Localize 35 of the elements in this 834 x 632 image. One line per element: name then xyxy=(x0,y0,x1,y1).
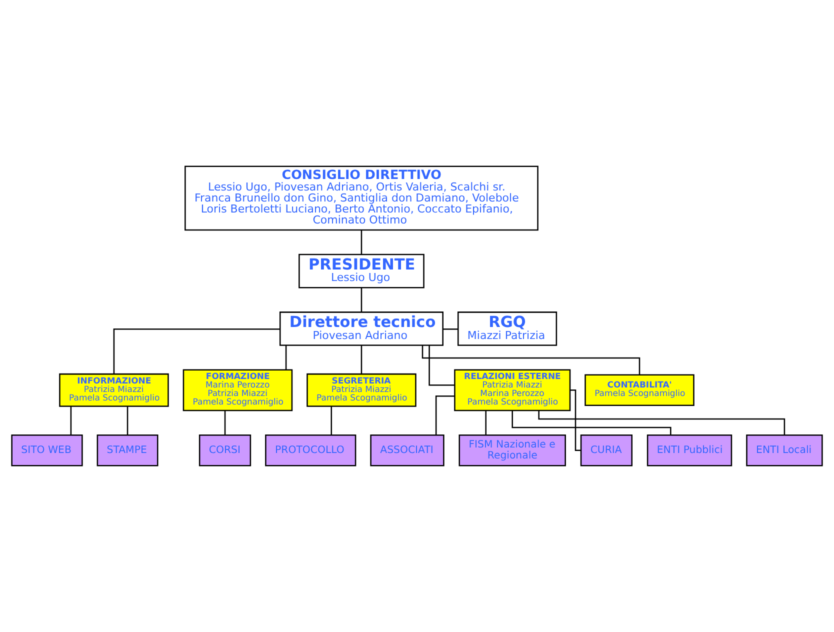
connector xyxy=(360,288,362,312)
connector xyxy=(70,406,72,435)
node-box: CORSI xyxy=(198,434,252,466)
node-box: STAMPE xyxy=(96,434,158,466)
node-box: INFORMAZIONE Patrizia Miazzi Pamela Scognamiglio xyxy=(59,373,169,407)
connector xyxy=(224,410,226,435)
node-box: FORMAZIONE Marina Perozzo Patrizia Miazzi Pamela Scognamiglio xyxy=(182,369,293,412)
connector xyxy=(428,345,455,386)
node-box: ASSOCIATI xyxy=(370,434,444,466)
node-box: Direttore tecnico Piovesan Adriano xyxy=(279,312,444,346)
connector xyxy=(113,328,280,374)
node-box: PRESIDENTE Lessio Ugo xyxy=(298,254,424,288)
node-box: CONTABILITA' Pamela Scognamiglio xyxy=(584,374,694,406)
connector xyxy=(360,346,362,374)
node-box: RGQ Miazzi Patrizia xyxy=(457,312,558,346)
connector xyxy=(570,390,581,451)
connector xyxy=(485,410,486,435)
node-box: CONSIGLIO DIRETTIVO Lessio Ugo, Piovesan Adriano, Ortis Valeria, Scalchi sr. Franca Brunello don Gino, Santiglia don Damiano, Volebole Loris Bertoletti Luciano, Berto Antonio, Coccato Epifanio, Cominato Ottimo xyxy=(184,166,538,231)
connector xyxy=(126,406,128,435)
node-box: PROTOCOLLO xyxy=(265,434,356,466)
node-box: SEGRETERIA Patrizia Miazzi Pamela Scognamiglio xyxy=(306,373,416,407)
node-box: ENTI Pubblici xyxy=(646,434,732,466)
node-box: CURIA xyxy=(580,434,633,466)
connector xyxy=(285,346,287,370)
connector xyxy=(435,395,455,435)
connector xyxy=(360,230,362,255)
connector xyxy=(422,345,640,375)
node-box: SITO WEB xyxy=(11,434,83,466)
connector xyxy=(538,410,786,436)
node-box: RELAZIONI ESTERNE Patrizia Miazzi Marina Perozzo Pamela Scognamiglio xyxy=(454,369,571,412)
connector xyxy=(330,406,332,435)
node-box: FISM Nazionale e Regionale xyxy=(458,434,566,466)
connector xyxy=(512,410,672,435)
connector xyxy=(442,328,458,330)
node-box: ENTI Locali xyxy=(746,434,823,466)
